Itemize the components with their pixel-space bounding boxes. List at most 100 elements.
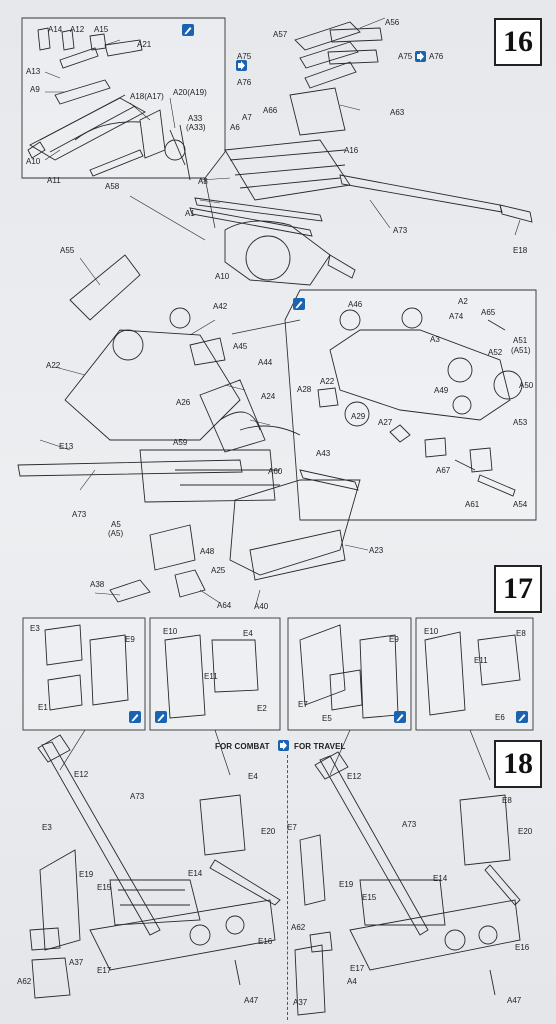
part-label: A53	[513, 418, 528, 427]
pencil-icon	[516, 711, 528, 723]
part-label: A55	[60, 246, 75, 255]
pencil-icon	[129, 711, 141, 723]
part-label: E19	[339, 880, 354, 889]
part-label: E15	[97, 883, 112, 892]
part-label: E12	[74, 770, 89, 779]
part-label: A60	[268, 467, 283, 476]
part-label: A5	[111, 520, 121, 529]
part-label: A26	[176, 398, 191, 407]
part-label: E10	[163, 627, 178, 636]
for-combat-label: FOR COMBAT	[215, 742, 270, 751]
part-label: A9	[30, 85, 40, 94]
combat-travel-divider	[287, 755, 288, 1020]
part-label: E17	[97, 966, 112, 975]
pencil-icon	[182, 24, 194, 36]
part-label: A14	[48, 25, 63, 34]
part-label: E3	[30, 624, 40, 633]
part-label: A3	[430, 335, 440, 344]
step-number-17: 17	[494, 565, 542, 613]
part-label: A47	[244, 996, 259, 1005]
part-label: A73	[72, 510, 87, 519]
part-label: A61	[465, 500, 480, 509]
step-number-16: 16	[494, 18, 542, 66]
part-label: E4	[248, 772, 258, 781]
part-label: E9	[125, 635, 135, 644]
part-label: A37	[69, 958, 84, 967]
part-label: A46	[348, 300, 363, 309]
part-label: A22	[320, 377, 335, 386]
part-label: E13	[59, 442, 74, 451]
part-label: A2	[458, 297, 468, 306]
part-label: A33	[188, 114, 203, 123]
pencil-icon	[293, 298, 305, 310]
part-label: E5	[322, 714, 332, 723]
part-label: A56	[385, 18, 400, 27]
part-label: A38	[90, 580, 105, 589]
part-label: (A33)	[186, 123, 206, 132]
part-label: A11	[47, 176, 61, 185]
part-label: A6	[230, 123, 240, 132]
part-label: A1	[185, 209, 195, 218]
part-label: E9	[389, 635, 399, 644]
part-label: E2	[257, 704, 267, 713]
part-label: A74	[449, 312, 464, 321]
part-label: A58	[105, 182, 120, 191]
part-label: E16	[258, 937, 273, 946]
part-label: E17	[350, 964, 365, 973]
part-label: E1	[38, 703, 48, 712]
part-label: (A51)	[511, 346, 531, 355]
part-label: E16	[515, 943, 530, 952]
part-label: A45	[233, 342, 248, 351]
part-label: E20	[518, 827, 533, 836]
part-label: E12	[347, 772, 362, 781]
part-label: E14	[433, 874, 448, 883]
part-label: E10	[424, 627, 439, 636]
part-label: A23	[369, 546, 384, 555]
part-label: A44	[258, 358, 273, 367]
part-label: A66	[263, 106, 278, 115]
part-label: E18	[513, 246, 528, 255]
step-number-18: 18	[494, 740, 542, 788]
pencil-icon	[155, 711, 167, 723]
option-arrow-icon	[415, 51, 426, 62]
part-label: A21	[137, 40, 152, 49]
part-label: A54	[513, 500, 528, 509]
part-label: A73	[402, 820, 417, 829]
part-label: E19	[79, 870, 94, 879]
part-label: A22	[46, 361, 61, 370]
part-label: A25	[211, 566, 226, 575]
part-label: E6	[495, 713, 505, 722]
part-label: E7	[287, 823, 297, 832]
part-label: A16	[344, 146, 359, 155]
pencil-icon	[394, 711, 406, 723]
part-label: A48	[200, 547, 215, 556]
part-label: A76	[237, 78, 252, 87]
part-label: A75	[398, 52, 413, 61]
option-arrow-icon	[278, 740, 289, 751]
part-label: A52	[488, 348, 503, 357]
part-label: E14	[188, 869, 203, 878]
part-label: (A5)	[108, 529, 124, 538]
part-label: A4	[347, 977, 357, 986]
part-label: A28	[297, 385, 312, 394]
part-label: A43	[316, 449, 331, 458]
part-label: A13	[26, 67, 41, 76]
part-label: A15	[94, 25, 109, 34]
part-label: E8	[516, 629, 526, 638]
part-label: A59	[173, 438, 188, 447]
part-label: A10	[26, 157, 41, 166]
for-travel-label: FOR TRAVEL	[294, 742, 346, 751]
part-label: A64	[217, 601, 232, 610]
part-label: A37	[293, 998, 308, 1007]
part-label: A10	[215, 272, 230, 281]
part-label: A27	[378, 418, 393, 427]
part-label: A50	[519, 381, 534, 390]
part-label: A24	[261, 392, 276, 401]
part-label: A73	[393, 226, 408, 235]
part-label: A42	[213, 302, 228, 311]
part-label: A76	[429, 52, 444, 61]
part-label: A12	[70, 25, 85, 34]
part-label: A20(A19)	[173, 88, 207, 97]
part-label: A51	[513, 336, 528, 345]
